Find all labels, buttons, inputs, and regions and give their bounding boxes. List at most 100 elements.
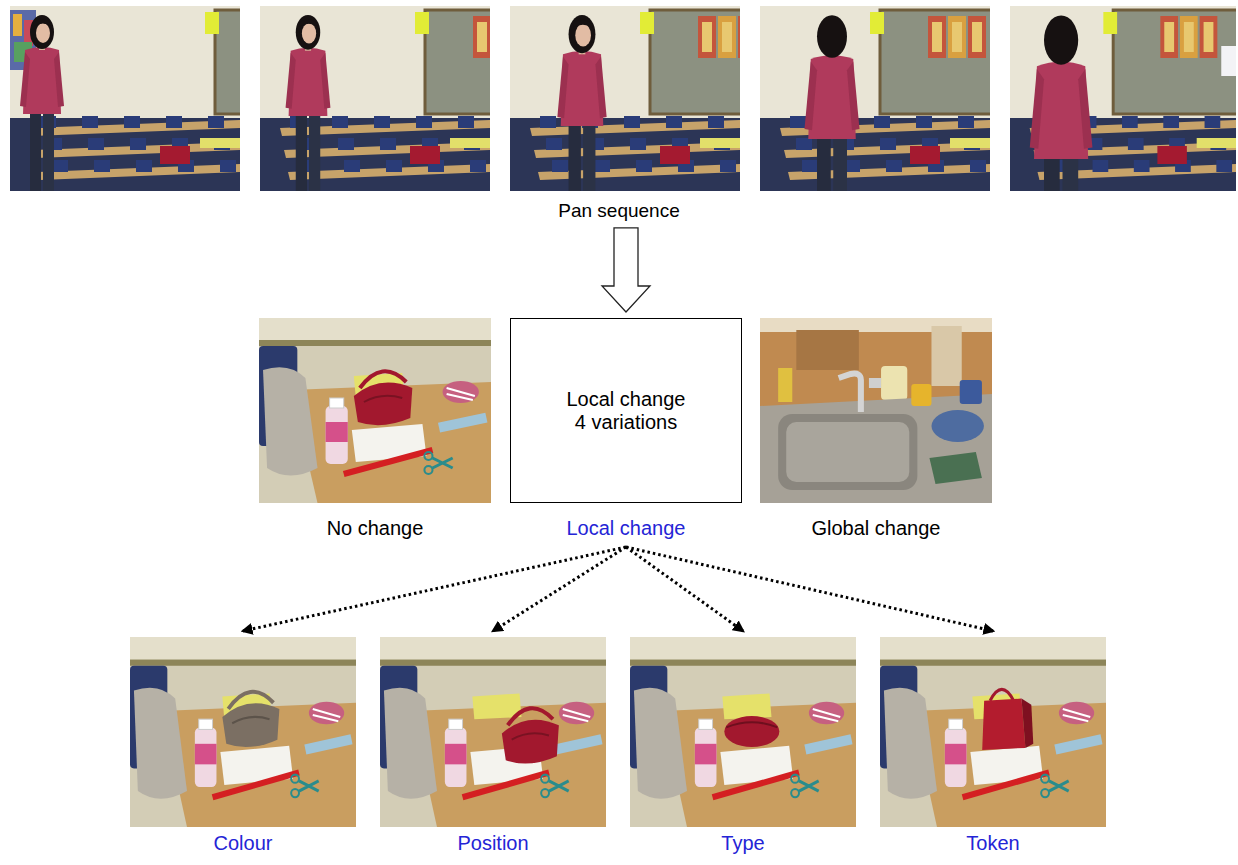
chair	[916, 116, 932, 128]
arm	[320, 53, 330, 109]
chair	[720, 160, 736, 172]
chair	[1093, 160, 1109, 172]
poster	[928, 16, 946, 58]
wall	[630, 637, 856, 660]
scene-photo	[259, 318, 491, 503]
ledge	[259, 340, 491, 346]
scissors	[1041, 789, 1049, 797]
jacket	[1034, 62, 1088, 159]
chair	[88, 138, 104, 150]
bottle-cap	[949, 719, 963, 729]
pouch-stripes	[447, 388, 475, 400]
arm	[1078, 69, 1092, 149]
poster	[718, 16, 736, 58]
notice	[1221, 46, 1236, 76]
handbag	[354, 383, 413, 426]
face	[36, 23, 50, 43]
jacket	[808, 55, 856, 139]
face	[302, 23, 316, 43]
chair	[386, 160, 402, 172]
mug	[911, 384, 931, 406]
jeans-leg	[569, 122, 581, 191]
wall	[130, 637, 356, 660]
chair	[708, 116, 724, 128]
scene	[380, 637, 606, 827]
pencil-case	[304, 734, 352, 754]
hair	[296, 15, 320, 50]
paper	[1197, 138, 1236, 148]
bottle-label	[326, 422, 348, 442]
pouch	[1059, 702, 1094, 725]
wall	[880, 637, 1106, 660]
ledge	[880, 660, 1106, 666]
bag	[410, 146, 440, 164]
caption-text: Global change	[760, 517, 992, 540]
chair	[220, 160, 236, 172]
jacket	[289, 48, 328, 116]
chair	[416, 116, 432, 128]
scene-photo	[880, 637, 1106, 827]
poster	[493, 16, 511, 58]
worktop	[760, 394, 992, 503]
bag-fold	[232, 717, 269, 723]
arm	[54, 52, 64, 107]
red-ruler	[213, 773, 299, 798]
bottle-label	[195, 744, 217, 765]
caption-text: Position	[380, 832, 606, 855]
bottle-label	[445, 744, 467, 765]
bottle-cap	[330, 398, 344, 408]
poster-detail	[1204, 22, 1214, 52]
caption-text: Local change	[510, 517, 742, 540]
poster	[1200, 16, 1218, 58]
chair	[624, 116, 640, 128]
poster	[738, 16, 756, 58]
scissors	[424, 452, 432, 460]
tap	[839, 374, 861, 412]
chair	[458, 116, 474, 128]
pencil-case	[438, 413, 487, 433]
yellow-sign	[415, 12, 429, 34]
paper	[450, 138, 490, 148]
chair	[790, 116, 806, 128]
handbag	[502, 720, 559, 764]
pencil-case	[804, 734, 852, 754]
poster-detail	[497, 22, 507, 52]
chair	[874, 116, 890, 128]
chair	[546, 138, 562, 150]
bowl	[931, 410, 983, 442]
jeans-leg	[43, 110, 54, 191]
bottle	[195, 727, 217, 787]
paper	[950, 138, 990, 148]
hair	[1044, 15, 1078, 64]
person-figure	[286, 15, 331, 191]
fringe	[34, 19, 51, 26]
shopping-bag	[982, 699, 1025, 750]
jacket	[884, 688, 937, 799]
chair	[338, 138, 354, 150]
jeans-leg	[309, 112, 320, 191]
scene-photo	[130, 637, 356, 827]
person-figure	[557, 15, 606, 191]
dotted-arrow	[243, 547, 626, 631]
arm	[1030, 69, 1044, 149]
chair	[1128, 138, 1144, 150]
caption-text: Type	[630, 832, 856, 855]
bottle	[945, 727, 967, 787]
red-ruler	[344, 450, 433, 474]
pouch	[443, 381, 479, 403]
bag-fold	[364, 396, 402, 402]
chair	[332, 116, 348, 128]
red-ruler	[463, 773, 549, 798]
scissors	[424, 466, 432, 474]
poster	[13, 14, 22, 36]
chair	[958, 116, 974, 128]
poster	[948, 16, 966, 58]
jeans-leg	[833, 134, 847, 191]
scissors	[799, 781, 819, 791]
chair	[970, 160, 986, 172]
image-sequence: Pan sequence	[0, 6, 1238, 222]
sink-basin	[778, 414, 917, 490]
bottle	[695, 727, 717, 787]
scissors	[432, 458, 452, 468]
jacket	[561, 51, 604, 126]
